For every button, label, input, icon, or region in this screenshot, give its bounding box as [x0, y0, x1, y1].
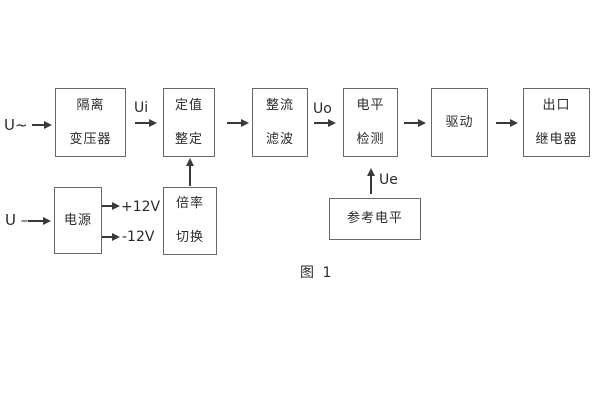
block-output-relay: 出口 继电器: [523, 88, 590, 157]
block-label: 切换: [175, 230, 204, 245]
block-reference-level: 参考电平: [329, 198, 421, 240]
signal-ue-label: Ue: [379, 172, 398, 188]
block-label: 继电器: [535, 131, 578, 147]
block-label: 驱动: [445, 114, 474, 130]
block-label: 倍率: [175, 196, 204, 211]
block-label: 电源: [63, 212, 92, 228]
signal-ui-label: Ui: [134, 100, 149, 116]
arrow-dc-input: [28, 217, 51, 224]
arrow-reference-to-level: [367, 168, 374, 194]
block-rectifier-filter: 整流 滤波: [252, 88, 308, 157]
arrow-driver-to-relay: [496, 119, 518, 126]
block-power-supply: 电源: [54, 187, 102, 254]
rail-pos12v-label: +12V: [121, 199, 161, 215]
arrow-rail-pos: [102, 202, 120, 209]
ac-input-label: U~: [4, 116, 28, 134]
block-label: 定值: [174, 97, 203, 113]
block-driver: 驱动: [431, 88, 488, 157]
block-label: 整定: [174, 131, 203, 147]
arrow-rectifier-to-level: [314, 119, 336, 126]
block-label: 整流: [265, 97, 294, 113]
block-level-detector: 电平 检测: [343, 88, 398, 157]
block-label: 出口: [542, 97, 571, 113]
block-setpoint-adjust: 定值 整定: [163, 88, 215, 157]
arrow-level-to-driver: [404, 119, 426, 126]
arrow-isolation-to-setpoint: [135, 119, 157, 126]
arrow-ac-input: [32, 121, 52, 128]
dc-input-label: U –: [5, 211, 29, 229]
arrow-setpoint-to-rectifier: [227, 119, 249, 126]
block-isolation-transformer: 隔离 变压器: [55, 88, 126, 157]
block-ratio-switch: 倍率 切换: [163, 187, 217, 255]
arrow-ratio-to-setpoint: [186, 158, 193, 186]
block-label: 变压器: [69, 131, 112, 147]
block-label: 隔离: [76, 97, 105, 113]
block-label: 滤波: [265, 131, 294, 147]
arrow-rail-neg: [102, 233, 120, 240]
rail-neg12v-label: -12V: [122, 229, 155, 245]
block-label: 电平: [356, 97, 385, 113]
signal-uo-label: Uo: [313, 101, 332, 117]
figure-caption: 图 1: [300, 265, 334, 281]
block-label: 参考电平: [346, 211, 403, 226]
block-label: 检测: [356, 131, 385, 147]
